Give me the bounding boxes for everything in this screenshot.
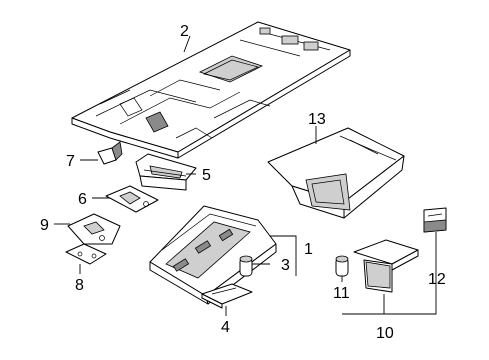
- callout-7: 7: [66, 153, 75, 170]
- lens-cover[interactable]: [201, 283, 253, 309]
- callout-12: 12: [428, 271, 446, 288]
- callout-10: 10: [376, 325, 394, 342]
- clip-part[interactable]: [97, 141, 123, 165]
- callout-13: 13: [308, 111, 326, 128]
- callout-3: 3: [281, 257, 290, 274]
- callout-numbers: 1 2 3 4 5 6 7 8 9 10 11 12 13: [40, 23, 446, 342]
- lamp-assembly[interactable]: [135, 153, 197, 191]
- callout-9: 9: [40, 217, 49, 234]
- callout-5: 5: [202, 167, 211, 184]
- reading-lamp[interactable]: [353, 239, 419, 293]
- switch-part[interactable]: [423, 207, 447, 233]
- headliner-panel[interactable]: [71, 21, 351, 159]
- callout-8: 8: [75, 277, 84, 294]
- callout-1: 1: [304, 241, 313, 258]
- bulb-right[interactable]: [335, 255, 349, 277]
- callout-6: 6: [78, 191, 87, 208]
- overhead-console[interactable]: [149, 205, 277, 305]
- small-bracket[interactable]: [65, 243, 107, 265]
- callout-4: 4: [221, 319, 230, 336]
- callout-11: 11: [333, 285, 350, 302]
- bracket-part[interactable]: [105, 185, 159, 213]
- callout-2: 2: [180, 23, 189, 40]
- mount-bracket[interactable]: [67, 213, 121, 245]
- console-housing[interactable]: [267, 127, 405, 219]
- bulb-part[interactable]: [239, 255, 253, 277]
- leader-lines: [54, 35, 437, 316]
